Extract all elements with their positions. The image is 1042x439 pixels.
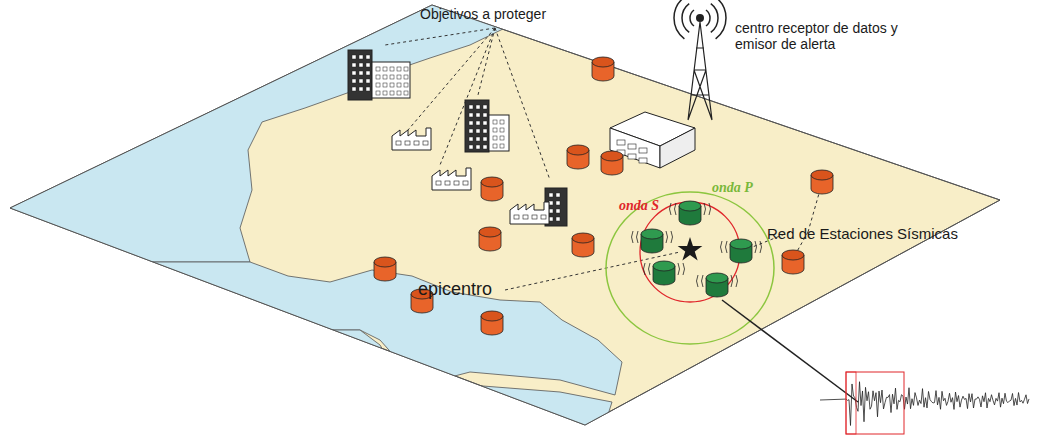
seismic-station bbox=[481, 177, 503, 201]
sea bbox=[0, 0, 525, 262]
vibration-marks bbox=[644, 263, 685, 275]
seismic-station bbox=[811, 170, 833, 194]
vibration-marks bbox=[697, 275, 738, 287]
vibration-marks bbox=[632, 231, 673, 243]
leader-line bbox=[505, 252, 680, 290]
leader-line bbox=[478, 28, 495, 95]
s-wave-label: onda S bbox=[619, 198, 659, 214]
seismic-station bbox=[706, 273, 728, 297]
seismogram-trace bbox=[820, 382, 1029, 426]
building-icon bbox=[348, 50, 372, 100]
factory-icon bbox=[432, 168, 471, 190]
antenna-tower bbox=[674, 0, 726, 120]
building-icon bbox=[465, 100, 489, 152]
p-wave-front bbox=[606, 192, 774, 344]
seismic-station bbox=[641, 229, 663, 253]
sea bbox=[0, 330, 612, 439]
leader-line bbox=[440, 28, 495, 165]
receiver-label: centro receptor de datos y emisor de ale… bbox=[735, 20, 910, 52]
seismic-station bbox=[730, 239, 752, 263]
epicenter-label: epicentro bbox=[418, 279, 492, 300]
factory-icon bbox=[392, 128, 431, 150]
network-label: Red de Estaciones Sísmicas bbox=[767, 225, 958, 242]
seismic-station bbox=[374, 257, 396, 281]
factory-icon bbox=[510, 202, 549, 224]
epicenter-star bbox=[678, 237, 703, 261]
p-wave-label: onda P bbox=[712, 180, 753, 196]
p-wave-onset bbox=[846, 372, 856, 434]
seismic-station bbox=[481, 311, 503, 335]
seismic-station bbox=[592, 57, 614, 81]
leader-line bbox=[495, 28, 550, 180]
building-icon bbox=[489, 115, 509, 151]
seismic-station bbox=[572, 233, 594, 257]
seismic-station bbox=[782, 250, 804, 274]
seismogram-leader bbox=[722, 300, 858, 402]
vibration-marks bbox=[721, 241, 762, 253]
seismic-station bbox=[679, 201, 701, 225]
p-wave-window bbox=[846, 372, 904, 434]
building-icon bbox=[372, 62, 410, 98]
seismic-station bbox=[479, 227, 501, 251]
leader-line bbox=[385, 28, 495, 45]
vibration-marks bbox=[670, 203, 711, 215]
seismic-station bbox=[601, 151, 623, 175]
s-wave-front bbox=[640, 202, 740, 302]
seismic-station bbox=[567, 145, 589, 169]
sea bbox=[0, 262, 622, 395]
target-label: Objetivos a proteger bbox=[420, 6, 546, 22]
map-border bbox=[10, 5, 1000, 425]
seismic-station bbox=[653, 261, 675, 285]
